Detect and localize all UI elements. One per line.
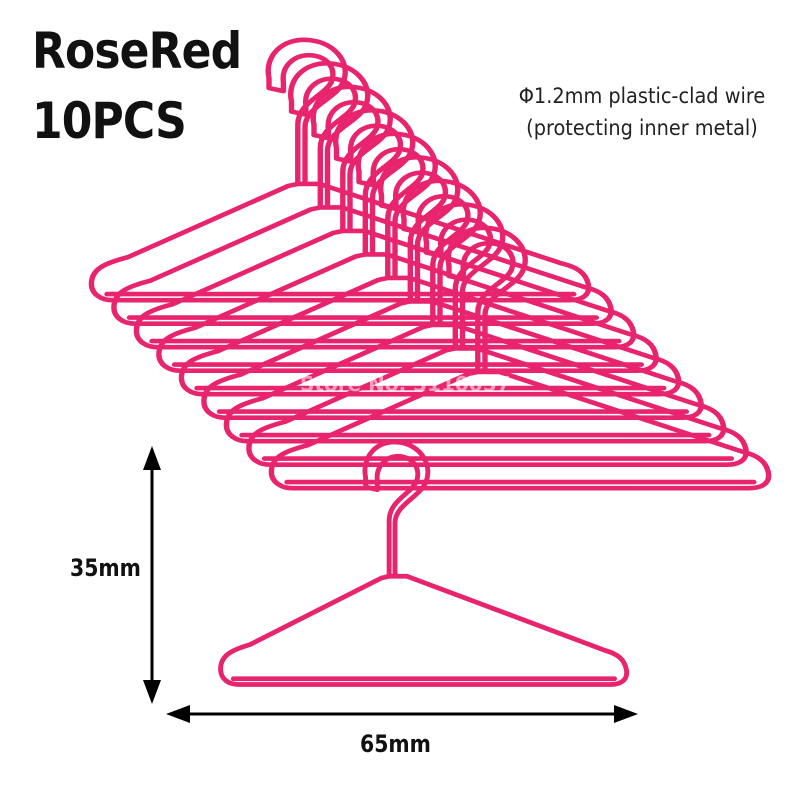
width-label: 65mm <box>360 730 431 758</box>
color-name-title: RoseRed <box>32 22 242 80</box>
store-watermark: Store No. 3110057 <box>300 372 511 396</box>
spec-line-2: (protecting inner metal) <box>526 116 758 140</box>
quantity-title: 10PCS <box>32 92 187 150</box>
height-dimension-arrow <box>143 446 161 704</box>
height-label: 35mm <box>70 554 141 582</box>
width-dimension-arrow <box>166 705 638 723</box>
spec-line-1: Φ1.2mm plastic-clad wire <box>518 84 766 108</box>
single-hanger <box>221 442 627 685</box>
material-spec: Φ1.2mm plastic-clad wire (protecting inn… <box>513 80 771 144</box>
